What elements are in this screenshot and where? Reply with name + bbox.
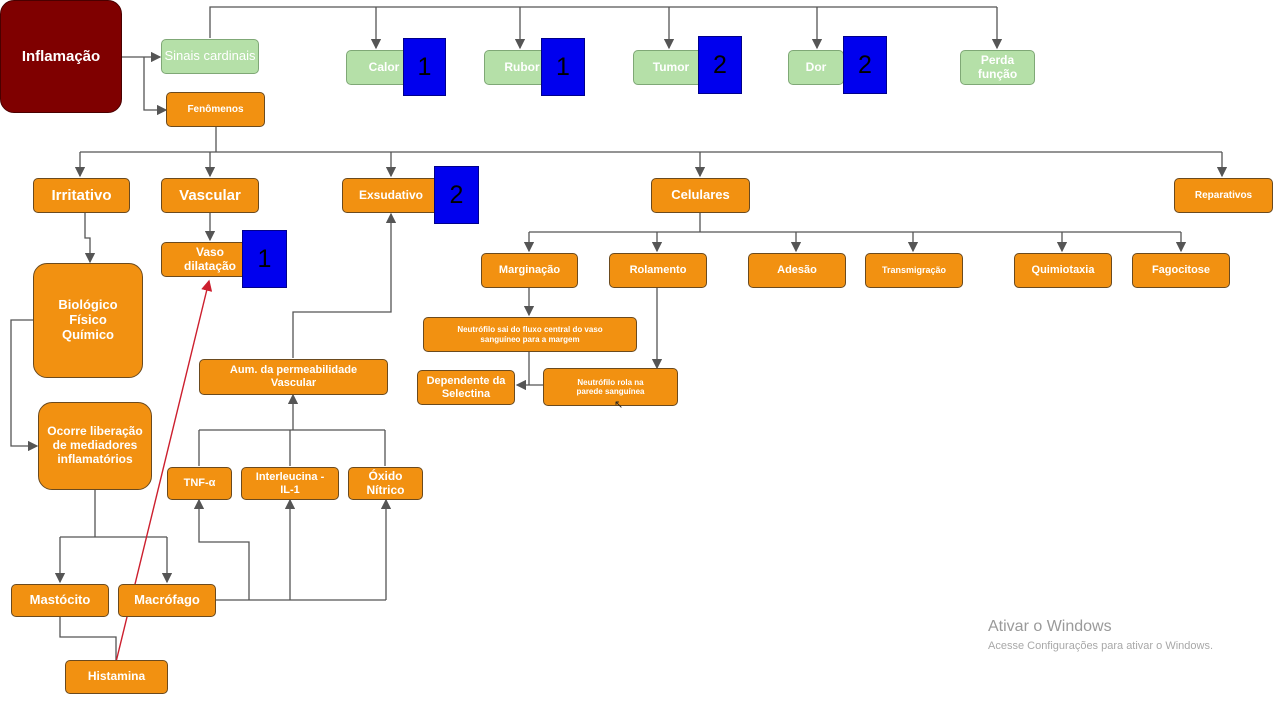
- node-mastocito: Mastócito: [11, 584, 109, 617]
- badge-exsudativo: 2: [434, 166, 479, 224]
- node-permeabilidade: Aum. da permeabilidade Vascular: [199, 359, 388, 395]
- node-rolamento: Rolamento: [609, 253, 707, 288]
- node-reparativos: Reparativos: [1174, 178, 1273, 213]
- activation-watermark-title: Ativar o Windows: [988, 618, 1112, 635]
- badge-tumor: 2: [698, 36, 742, 94]
- node-marginacao: Marginação: [481, 253, 578, 288]
- node-interleucina: Interleucina - IL-1: [241, 467, 339, 500]
- node-neutrofilo-rola: Neutrófilo rola na parede sanguínea: [543, 368, 678, 406]
- node-dor: Dor: [788, 50, 844, 85]
- node-tumor: Tumor: [633, 50, 709, 85]
- node-macrofago: Macrófago: [118, 584, 216, 617]
- node-inflamacao: Inflamação: [0, 0, 122, 113]
- activation-watermark-subtitle: Acesse Configurações para ativar o Windo…: [988, 640, 1213, 652]
- node-fenomenos: Fenômenos: [166, 92, 265, 127]
- node-ocorre-liberacao: Ocorre liberação de mediadores inflamató…: [38, 402, 152, 490]
- node-exsudativo: Exsudativo: [342, 178, 440, 213]
- node-irritativo: Irritativo: [33, 178, 130, 213]
- node-fagocitose: Fagocitose: [1132, 253, 1230, 288]
- node-adesao: Adesão: [748, 253, 846, 288]
- node-dependente-selectina: Dependente da Selectina: [417, 370, 515, 405]
- node-celulares: Celulares: [651, 178, 750, 213]
- node-quimiotaxia: Quimiotaxia: [1014, 253, 1112, 288]
- mouse-cursor-icon: ↖: [614, 399, 624, 411]
- node-agentes: Biológico Físico Químico: [33, 263, 143, 378]
- node-histamina: Histamina: [65, 660, 168, 694]
- node-transmigracao: Transmigração: [865, 253, 963, 288]
- node-vascular: Vascular: [161, 178, 259, 213]
- node-tnf: TNF-α: [167, 467, 232, 500]
- node-oxido-nitrico: Óxido Nítrico: [348, 467, 423, 500]
- node-perda-funcao: Perda função: [960, 50, 1035, 85]
- node-sinais-cardinais: Sinais cardinais: [161, 39, 259, 74]
- node-neutrofilo-sai: Neutrófilo sai do fluxo central do vaso …: [423, 317, 637, 352]
- badge-dor: 2: [843, 36, 887, 94]
- badge-rubor: 1: [541, 38, 585, 96]
- badge-calor: 1: [403, 38, 446, 96]
- badge-vaso-dilatacao: 1: [242, 230, 287, 288]
